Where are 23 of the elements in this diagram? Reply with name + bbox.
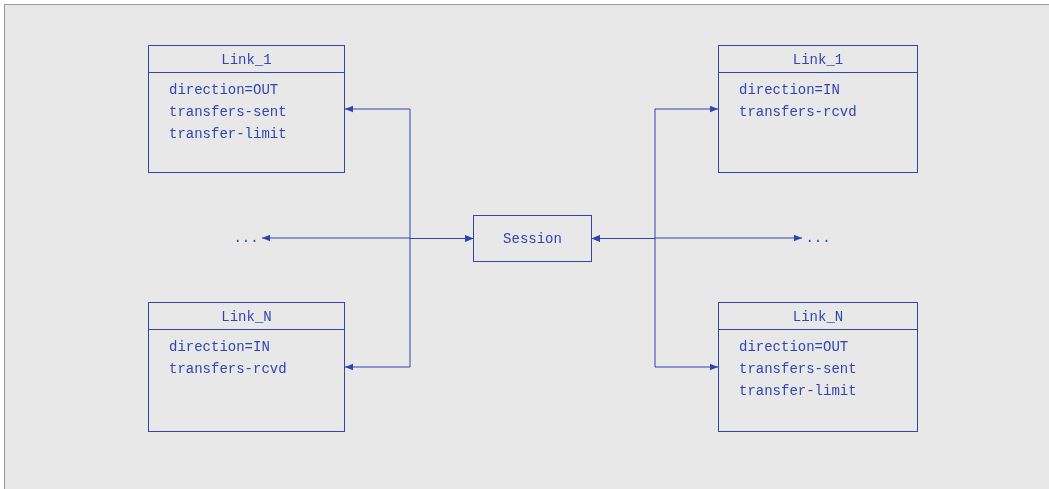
field-text: transfers-sent — [168, 103, 288, 122]
connector-arrow — [344, 235, 474, 371]
field-text: transfer-limit — [168, 125, 288, 144]
field-text: transfers-sent — [738, 360, 858, 379]
link-box — [718, 302, 918, 432]
box-title: Link_N — [719, 303, 917, 330]
field-text: transfers-rcvd — [738, 103, 858, 122]
link-box — [148, 45, 345, 173]
field-text: direction=IN — [168, 338, 271, 357]
field-text: direction=IN — [738, 81, 841, 100]
field-text: transfer-limit — [738, 382, 858, 401]
session-box: Session — [473, 215, 592, 262]
box-title: Link_1 — [719, 46, 917, 73]
ellipsis-text: ... — [802, 228, 834, 248]
field-text: direction=OUT — [738, 338, 850, 357]
ellipsis-text: ... — [230, 228, 262, 248]
field-text: direction=OUT — [168, 81, 280, 100]
link-box — [718, 45, 918, 173]
link-box — [148, 302, 345, 432]
field-text: transfers-rcvd — [168, 360, 288, 379]
box-title: Link_1 — [149, 46, 344, 73]
connector-arrow — [591, 235, 719, 371]
box-title: Link_N — [149, 303, 344, 330]
